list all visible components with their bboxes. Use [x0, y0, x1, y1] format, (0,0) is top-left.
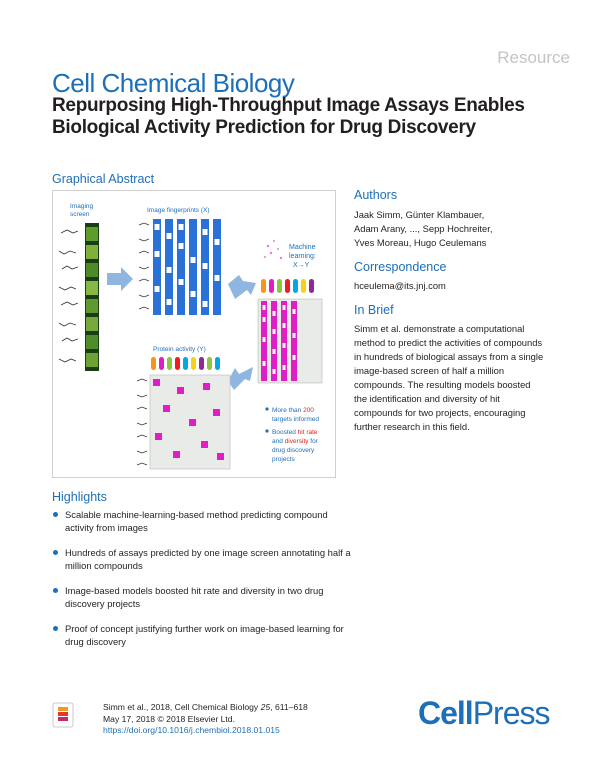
cell-images-column: [85, 223, 99, 371]
authors-heading: Authors: [354, 188, 398, 202]
authors-line: Adam Arany, ..., Sepp Hochreiter,: [354, 223, 493, 234]
highlight-item: Hundreds of assays predicted by one imag…: [52, 546, 352, 572]
citation-footer: Simm et al., 2018, Cell Chemical Biology…: [103, 702, 308, 737]
fingerprint-matrix: [138, 219, 221, 315]
journal-name[interactable]: Cell Chemical Biology: [52, 68, 295, 98]
correspondence-heading: Correspondence: [354, 260, 447, 274]
bullet-icon: [53, 512, 58, 517]
highlight-item: Image-based models boosted hit rate and …: [52, 584, 352, 610]
highlight-item: Proof of concept justifying further work…: [52, 622, 352, 648]
protein-target-icons: [151, 357, 220, 370]
citation-line: Simm et al., 2018, Cell Chemical Biology…: [103, 702, 308, 712]
svg-text:drug discovery: drug discovery: [272, 447, 315, 454]
in-brief-text: Simm et al. demonstrate a computational …: [354, 323, 544, 432]
imaging-screen-label-2: screen: [70, 211, 90, 218]
machine-learning-label: Machine learning: X→Y: [264, 240, 316, 269]
svg-text:More than 200: More than 200: [272, 407, 314, 414]
cell-press-logo[interactable]: CellPress: [418, 695, 550, 731]
svg-text:Machine: Machine: [289, 244, 316, 251]
right-column: Authors Jaak Simm, Günter Klambauer, Ada…: [354, 188, 554, 434]
highlights-list: Scalable machine-learning-based method p…: [52, 508, 352, 660]
protein-activity-label: Protein activity (Y): [153, 346, 206, 353]
svg-text:X→Y: X→Y: [293, 262, 310, 269]
bullet-icon: [53, 626, 58, 631]
graphical-abstract-svg: Imaging screen Image fingerprints (X): [58, 203, 323, 470]
arrow-from-activity: [228, 367, 253, 390]
protein-activity-matrix: [136, 374, 231, 470]
arrow-to-ml: [228, 275, 256, 299]
svg-text:targets informed: targets informed: [272, 416, 319, 423]
imaging-screen-label: Imaging: [70, 203, 94, 210]
authors-line: Yves Moreau, Hugo Ceulemans: [354, 237, 487, 248]
svg-text:learning:: learning:: [289, 253, 316, 260]
authors-list: Jaak Simm, Günter Klambauer, Adam Arany,…: [354, 208, 554, 250]
in-brief-heading: In Brief: [354, 303, 394, 317]
authors-line: Jaak Simm, Günter Klambauer,: [354, 209, 485, 220]
fingerprints-label: Image fingerprints (X): [147, 207, 210, 214]
results-bullets: More than 200 targets informed Boosted h…: [265, 407, 319, 463]
arrow-to-fingerprints: [107, 267, 133, 291]
svg-text:projects: projects: [272, 456, 296, 463]
copyright-line: May 17, 2018 © 2018 Elsevier Ltd.: [103, 713, 235, 724]
molecule-structures: [58, 229, 79, 363]
check-for-updates-icon[interactable]: [52, 702, 74, 728]
article-title: Repurposing High-Throughput Image Assays…: [52, 95, 525, 138]
article-type-label: Resource: [497, 48, 570, 67]
prediction-panel: [257, 279, 323, 384]
graphical-abstract-heading: Graphical Abstract: [52, 172, 155, 186]
highlight-item: Scalable machine-learning-based method p…: [52, 508, 352, 534]
svg-text:Boosted hit rate: Boosted hit rate: [272, 429, 318, 436]
graphical-abstract-figure[interactable]: Imaging screen Image fingerprints (X): [52, 190, 336, 478]
highlights-heading: Highlights: [52, 490, 107, 504]
bullet-icon: [53, 550, 58, 555]
svg-text:and diversity for: and diversity for: [272, 438, 319, 445]
bullet-icon: [53, 588, 58, 593]
doi-link[interactable]: https://doi.org/10.1016/j.chembiol.2018.…: [103, 725, 280, 735]
correspondence-email[interactable]: hceulema@its.jnj.com: [354, 280, 446, 291]
